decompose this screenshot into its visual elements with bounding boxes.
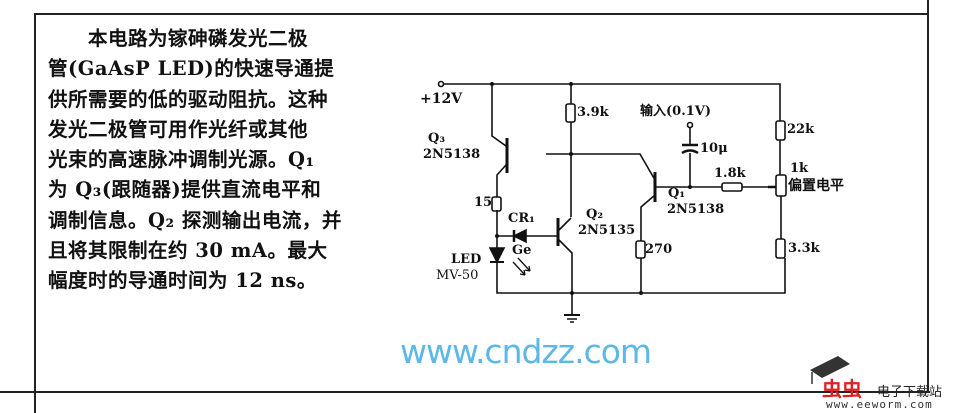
ge-label: Ge bbox=[512, 243, 532, 258]
r39k-label: 3.9k bbox=[577, 105, 609, 120]
frame-border-bottom bbox=[0, 391, 930, 393]
resistor-3.9k bbox=[565, 103, 576, 123]
cap-label: 10μ bbox=[700, 141, 728, 156]
logo-brand: 虫虫 bbox=[822, 377, 862, 401]
description-text: 本电路为镓砷磷发光二极 管(GaAsP LED)的快速导通提 供所需要的低的驱动… bbox=[48, 24, 348, 297]
capacitor-10u bbox=[681, 121, 699, 155]
desc-line: 为 Q₃(跟随器)提供直流电平和 bbox=[48, 178, 322, 202]
desc-line: 且将其限制在约 30 mA。最大 bbox=[48, 239, 328, 263]
potentiometer-1k bbox=[775, 174, 787, 197]
resistor-1.8k bbox=[721, 182, 743, 192]
pot-label: 1k bbox=[790, 161, 809, 176]
q1-label: Q₁ bbox=[668, 186, 686, 201]
logo-name: 电子下载站 bbox=[877, 385, 943, 400]
q2-part-label: 2N5135 bbox=[578, 223, 636, 238]
node-dots bbox=[490, 82, 692, 295]
desc-line: 调制信息。Q₂ 探测输出电流，并 bbox=[48, 208, 342, 232]
r270-label: 270 bbox=[645, 242, 673, 257]
q2-label: Q₂ bbox=[586, 207, 604, 222]
supply-label: +12V bbox=[420, 91, 463, 107]
r18k-label: 1.8k bbox=[714, 166, 746, 181]
r15-label: 15 bbox=[474, 195, 493, 210]
led-mv50 bbox=[488, 247, 531, 276]
q1-part-label: 2N5138 bbox=[667, 202, 725, 217]
frame-border-right bbox=[927, 0, 929, 392]
desc-line: 幅度时的导通时间为 12 ns。 bbox=[48, 269, 317, 293]
bias-label: 偏置电平 bbox=[788, 178, 844, 194]
q3-part-label: 2N5138 bbox=[423, 147, 481, 162]
desc-line: 供所需要的低的驱动阻抗。这种 bbox=[48, 87, 329, 111]
diode-cr1 bbox=[512, 228, 527, 244]
desc-line: 本电路为镓砷磷发光二极 bbox=[48, 27, 309, 50]
logo-url: www.eeworm.com bbox=[826, 398, 933, 411]
resistor-3.3k bbox=[775, 238, 786, 259]
ground-symbol bbox=[564, 314, 580, 323]
q3-label: Q₃ bbox=[428, 131, 446, 146]
frame-border-top bbox=[35, 13, 928, 15]
cr1-label: CR₁ bbox=[508, 211, 535, 226]
frame-border-left bbox=[34, 13, 36, 413]
desc-line: 发光二极管可用作光纤或其他 bbox=[48, 117, 309, 141]
watermark: www.cndzz.com bbox=[400, 332, 652, 371]
desc-line: 光束的高速脉冲调制光源。Q₁ bbox=[48, 148, 315, 172]
desc-line: 管(GaAsP LED)的快速导通提 bbox=[48, 57, 335, 81]
resistor-22k bbox=[775, 120, 786, 141]
resistor-270 bbox=[635, 240, 646, 259]
led-label: LED bbox=[451, 252, 482, 267]
led-part-label: MV-50 bbox=[436, 268, 479, 283]
r22k-label: 22k bbox=[787, 122, 815, 137]
input-label: 输入(0.1V) bbox=[640, 104, 712, 119]
r33k-label: 3.3k bbox=[788, 241, 820, 256]
resistor-15 bbox=[491, 196, 502, 212]
